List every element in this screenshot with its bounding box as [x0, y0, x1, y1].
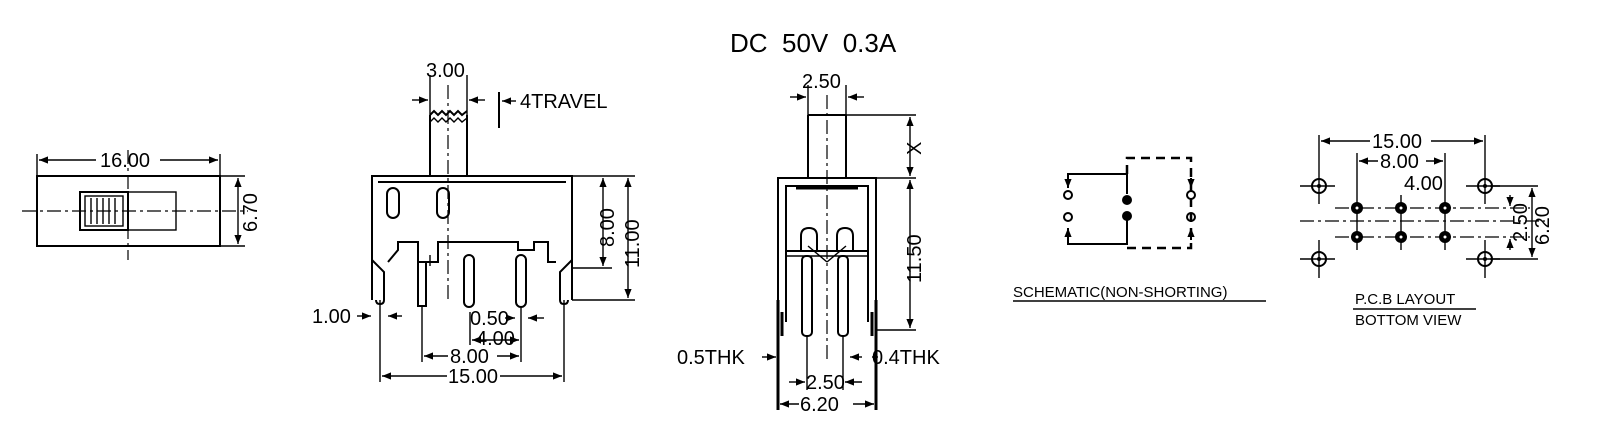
- schematic-caption: SCHEMATIC(NON-SHORTING): [1013, 284, 1227, 301]
- side-right-thickness-label: 0.4THK: [872, 347, 940, 369]
- front-pin-pitch-label: 4.00: [476, 328, 515, 350]
- side-left-thickness-label: 0.5THK: [677, 347, 745, 369]
- front-pin-span-label: 8.00: [450, 346, 489, 368]
- schematic: SCHEMATIC(NON-SHORTING): [1013, 156, 1266, 302]
- pcb-outer-span-label: 15.00: [1372, 131, 1422, 153]
- front-body-height-label: 8.00: [597, 208, 619, 247]
- pcb-pin-span-label: 8.00: [1380, 151, 1419, 173]
- front-actuator-width-label: 3.00: [426, 60, 465, 82]
- front-overall-height-label: 11.00: [622, 219, 644, 268]
- rating-title: DC 50V 0.3A: [730, 28, 897, 58]
- side-view: 2.50 X 11.50 0.5THK 0.4THK: [677, 71, 940, 416]
- pcb-row-spacing-label: 2.50: [1510, 203, 1532, 242]
- top-view-height-label: 6.70: [240, 193, 262, 232]
- side-actuator-width-label: 2.50: [802, 71, 841, 93]
- front-travel-label: 4TRAVEL: [520, 91, 607, 113]
- front-leg-offset-label: 1.00: [312, 306, 351, 328]
- side-body-height-label: 11.50: [904, 234, 926, 283]
- pcb-layout: 15.00 8.00 4.00 2.50 6.20 P.C.B LAYOUT B…: [1300, 131, 1554, 329]
- top-view: 16.00 6.70: [22, 150, 262, 260]
- pcb-caption-line2: BOTTOM VIEW: [1355, 312, 1462, 329]
- pcb-caption-line1: P.C.B LAYOUT: [1355, 291, 1455, 308]
- top-view-length-label: 16.00: [100, 150, 150, 172]
- side-pin-spacing-label: 2.50: [806, 372, 845, 394]
- front-view: 3.00 4TRAVEL 8.00 11.00 1.00: [312, 60, 644, 388]
- pcb-outer-row-spacing-label: 6.20: [1532, 206, 1554, 245]
- front-pin-width-label: 0.50: [470, 308, 509, 330]
- front-overall-width-label: 15.00: [448, 366, 498, 388]
- pcb-pin-pitch-label: 4.00: [1404, 173, 1443, 195]
- side-actuator-height-label: X: [904, 142, 926, 155]
- side-overall-width-label: 6.20: [800, 394, 839, 416]
